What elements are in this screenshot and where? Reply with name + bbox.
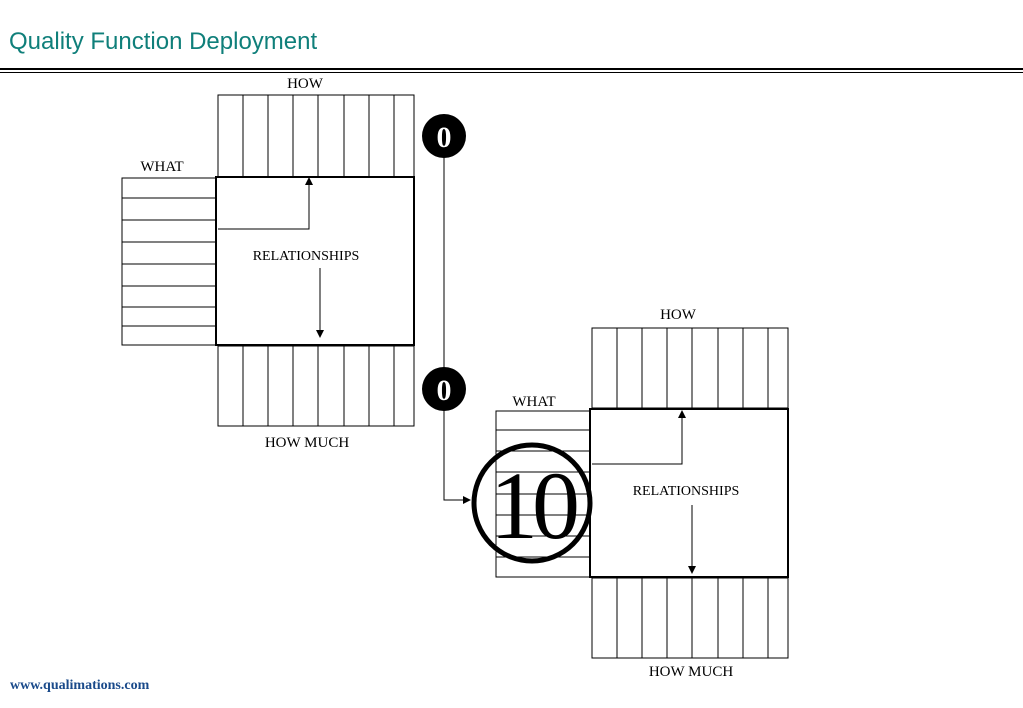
house1-relationships-matrix [215, 176, 415, 346]
house2-how-grid [591, 327, 789, 409]
title-rule-thin [0, 72, 1023, 73]
connector-arrow [443, 136, 471, 504]
house1-how-label: HOW [287, 76, 324, 92]
house1-arrow-up [218, 177, 313, 230]
house1-relationships-label: RELATIONSHIPS [253, 249, 360, 264]
title-rule-thick [0, 68, 1023, 70]
house1-how-grid [217, 94, 415, 178]
house2-how-much-grid [591, 577, 789, 659]
house2-what-label: WHAT [512, 394, 555, 410]
marker-top: 0 [422, 114, 466, 158]
house-1: HOW WHAT RELATIONSHIPS [121, 76, 415, 451]
house2-relationships-label: RELATIONSHIPS [633, 484, 740, 499]
page-title: Quality Function Deployment [9, 28, 318, 55]
house2-how-much-label: HOW MUCH [649, 664, 733, 680]
footer-website[interactable]: www.qualimations.com [10, 678, 150, 693]
house2-arrow-up [592, 410, 686, 465]
marker-middle-number: 0 [437, 374, 452, 407]
house1-how-much-label: HOW MUCH [265, 435, 349, 451]
marker-middle: 0 [422, 367, 466, 411]
marker-bottom: 10 [471, 442, 593, 564]
marker-top-number: 0 [437, 121, 452, 154]
house1-how-much-grid [217, 345, 415, 427]
marker-bottom-number: 10 [490, 452, 577, 559]
house1-what-grid [121, 177, 217, 346]
house2-how-label: HOW [660, 307, 697, 323]
house1-what-label: WHAT [140, 159, 183, 175]
